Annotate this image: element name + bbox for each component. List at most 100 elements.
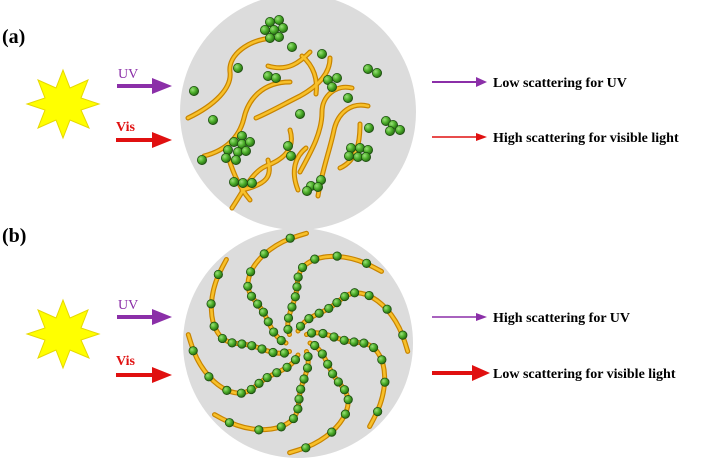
nanoparticle bbox=[237, 177, 248, 188]
nanoparticle bbox=[304, 314, 314, 324]
nanoparticle bbox=[224, 418, 235, 428]
nanoparticle bbox=[285, 233, 295, 243]
nanoparticle bbox=[204, 372, 214, 382]
nanoparticle bbox=[318, 328, 328, 339]
nanoparticle bbox=[222, 385, 232, 396]
nanoparticle bbox=[349, 337, 359, 347]
nanoparticle bbox=[230, 154, 241, 165]
sun-icon bbox=[25, 298, 101, 370]
nanoparticle bbox=[394, 125, 405, 136]
nanoparticle bbox=[290, 355, 301, 365]
vis-result-b: Low scattering for visible light bbox=[493, 367, 676, 382]
vis-result-a: High scattering for visible light bbox=[493, 131, 679, 146]
nanoparticle bbox=[331, 73, 342, 84]
particles-a bbox=[188, 14, 405, 196]
panel-a-label: (a) bbox=[2, 26, 25, 48]
nanoparticle bbox=[269, 327, 279, 337]
uv-label: UV bbox=[118, 67, 138, 82]
nanoparticle bbox=[279, 348, 289, 358]
nanoparticle bbox=[326, 82, 337, 93]
nanoparticle bbox=[290, 292, 300, 302]
nanoparticle bbox=[206, 299, 216, 309]
nanoparticle bbox=[243, 281, 253, 291]
vis-label: Vis bbox=[116, 354, 135, 369]
nanoparticle bbox=[259, 249, 269, 259]
vis-arrow bbox=[116, 132, 172, 148]
nanoparticle bbox=[332, 251, 342, 261]
nanoparticle bbox=[257, 344, 267, 354]
nanoparticle bbox=[288, 413, 299, 424]
nanoparticle bbox=[227, 338, 237, 348]
nanoparticle bbox=[254, 425, 264, 435]
uv-result-b: High scattering for UV bbox=[493, 311, 630, 326]
uv-arrow bbox=[117, 309, 172, 325]
vis-arrow bbox=[116, 367, 172, 383]
composite-circle-b bbox=[183, 228, 413, 458]
nanoparticle bbox=[268, 347, 278, 358]
nanoparticle bbox=[314, 308, 324, 318]
nanoparticle bbox=[237, 339, 247, 349]
uv-label: UV bbox=[118, 298, 138, 313]
nanoparticle bbox=[232, 63, 243, 74]
nanoparticle bbox=[217, 333, 228, 344]
nanoparticle bbox=[209, 321, 219, 331]
nanoparticle bbox=[276, 335, 286, 346]
nanoparticle bbox=[327, 369, 338, 379]
nanoparticle bbox=[301, 443, 311, 453]
nanoparticle bbox=[364, 290, 374, 301]
nanoparticle bbox=[377, 355, 387, 365]
nanoparticle bbox=[277, 22, 288, 33]
nanoparticle bbox=[270, 73, 281, 84]
nanoparticle bbox=[246, 177, 257, 188]
panel-a: (a) UV Vis bbox=[2, 0, 679, 230]
nanoparticle bbox=[368, 342, 379, 353]
nanoparticle bbox=[285, 150, 296, 161]
nanoparticle bbox=[262, 372, 272, 383]
nanoparticle bbox=[292, 282, 302, 292]
nanoparticle bbox=[236, 388, 246, 398]
nanoparticle bbox=[282, 140, 293, 151]
nanoparticle bbox=[327, 427, 337, 437]
nanoparticle bbox=[333, 377, 343, 387]
nanoparticle bbox=[286, 42, 297, 53]
nanoparticle bbox=[273, 14, 284, 25]
nanoparticle bbox=[363, 123, 374, 134]
nanoparticle bbox=[297, 262, 308, 273]
nanoparticle bbox=[317, 349, 327, 359]
nanoparticle bbox=[283, 324, 293, 334]
nanoparticle bbox=[272, 368, 282, 378]
nanoparticle bbox=[339, 335, 349, 345]
nanoparticle bbox=[276, 422, 286, 432]
nanoparticle bbox=[188, 86, 199, 97]
nanoparticle bbox=[240, 145, 251, 156]
nanoparticle bbox=[293, 404, 303, 414]
nanoparticle bbox=[294, 394, 304, 404]
nanoparticle bbox=[263, 317, 273, 327]
nanoparticle bbox=[246, 291, 257, 301]
panel-b: (b) UV Vis High scattering for UV bbox=[2, 225, 676, 458]
nanoparticle bbox=[323, 359, 333, 369]
uv-result-a: Low scattering for UV bbox=[493, 76, 627, 91]
nanoparticle bbox=[350, 288, 360, 298]
nanoparticle bbox=[299, 374, 309, 384]
nanoparticle bbox=[283, 313, 294, 323]
nanoparticle bbox=[294, 109, 305, 120]
nanoparticle bbox=[246, 384, 256, 395]
nanoparticle bbox=[282, 362, 292, 372]
nanoparticle bbox=[360, 151, 371, 162]
nanoparticle bbox=[188, 346, 198, 356]
nanoparticle bbox=[312, 181, 323, 192]
sun-icon bbox=[25, 68, 101, 140]
nanoparticle bbox=[382, 304, 392, 314]
nanoparticle bbox=[371, 68, 382, 79]
nanoparticle bbox=[342, 93, 353, 104]
nanoparticle bbox=[310, 340, 320, 351]
nanoparticle bbox=[228, 176, 239, 187]
nanoparticle bbox=[253, 299, 263, 309]
nanoparticle bbox=[259, 24, 270, 35]
vis-label: Vis bbox=[116, 120, 135, 135]
nanoparticle bbox=[196, 154, 207, 165]
nanoparticle bbox=[213, 269, 223, 280]
nanoparticle bbox=[264, 33, 275, 44]
